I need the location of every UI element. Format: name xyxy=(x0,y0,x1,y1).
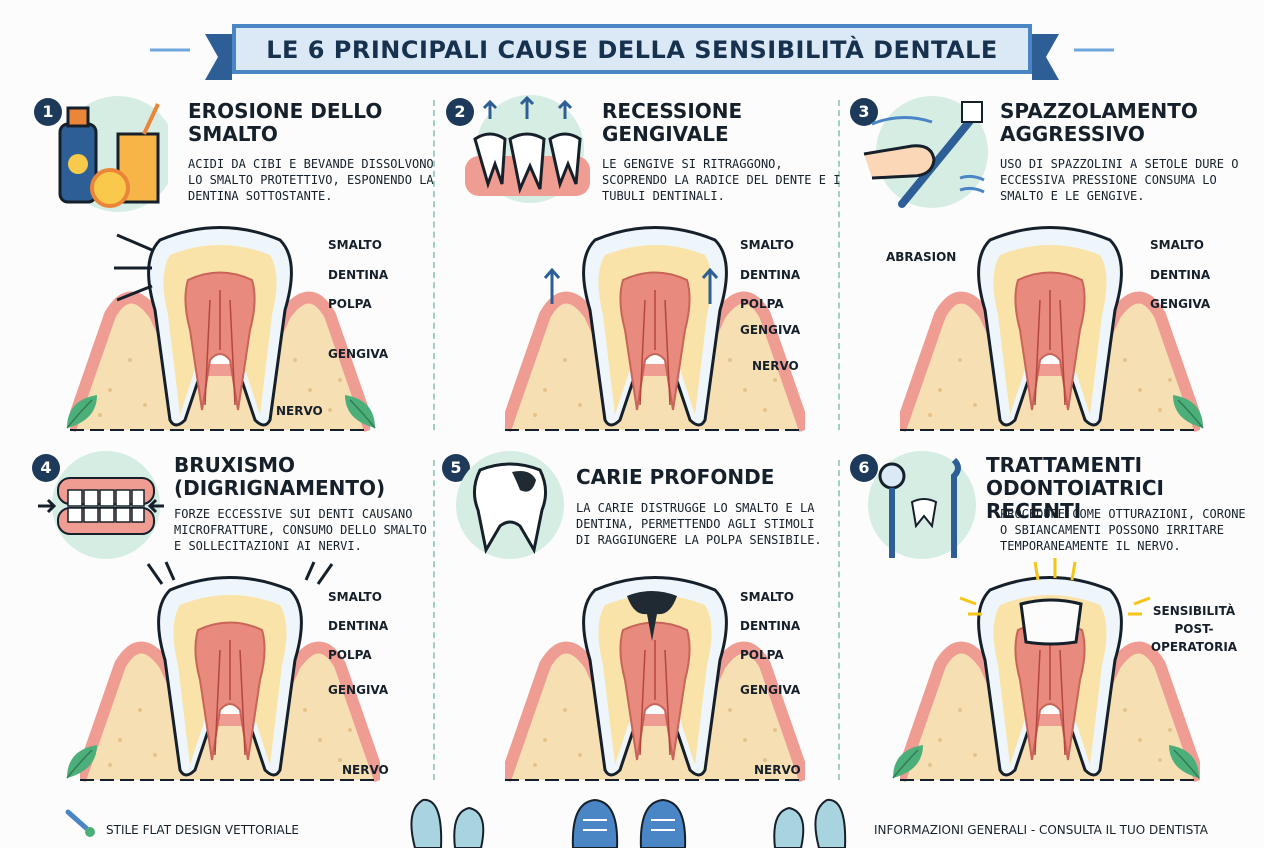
panel-title: EROSIONE DELLO SMALTO xyxy=(188,99,383,146)
label-smalto: SMALTO xyxy=(740,238,794,252)
panel-description: LA CARIE DISTRUGGE LO SMALTO E LA DENTIN… xyxy=(576,501,822,547)
panel-title: BRUXISMO (DIGRIGNAMENTO) xyxy=(174,453,386,500)
panel-number: 4 xyxy=(32,454,60,482)
crown-restoration xyxy=(1019,598,1083,646)
receding-gums-icon xyxy=(465,95,590,203)
label-gengiva: GENGIVA xyxy=(740,683,801,697)
label-dentina: DENTINA xyxy=(328,619,389,633)
panel-bruxismo: 4 BRUXISMO (DIGRIGNAMENTO) FORZE ECCESSI… xyxy=(20,450,441,818)
panel-number: 3 xyxy=(850,98,878,126)
decayed-tooth-icon xyxy=(456,451,564,559)
panel-description: USO DI SPAZZOLINI A SETOLE DURE O ECCESS… xyxy=(1000,157,1239,203)
panel-spazzolamento: 3 SPAZZOLAMENTO AGGRESSIVO USO DI SPAZZO… xyxy=(840,90,1261,458)
label-gengiva: GENGIVA xyxy=(740,323,801,337)
brush-tool-icon xyxy=(65,809,95,837)
decay-cavity xyxy=(627,591,677,641)
dental-tools-icon xyxy=(868,451,976,559)
clenched-teeth-icon xyxy=(38,451,164,559)
panel-description: PROCEDURE COME OTTURAZIONI, CORONE O SBI… xyxy=(1000,507,1246,553)
label-nervo: NERVO xyxy=(752,359,799,373)
bottle-and-juice-icon xyxy=(58,96,168,212)
label-dentina: DENTINA xyxy=(328,268,389,282)
label-nervo: NERVO xyxy=(276,404,323,418)
label-polpa: POLPA xyxy=(740,648,784,662)
label-abrasion: ABRASION xyxy=(886,250,957,264)
panel-title: TRATTAMENTI ODONTOIATRICI RECENTI xyxy=(986,453,1164,523)
column-divider xyxy=(838,100,840,430)
panel-number: 2 xyxy=(446,98,474,126)
panel-erosione: 1 EROSIONE DELLO SMALTO ACIDI DA CIBI E … xyxy=(20,90,441,458)
panel-number: 1 xyxy=(34,98,62,126)
leaf-icon xyxy=(1164,740,1204,780)
leaf-icon xyxy=(888,740,928,780)
column-divider xyxy=(838,460,840,780)
footer-credit: STILE FLAT DESIGN VETTORIALE xyxy=(106,823,299,837)
panel-title: CARIE PROFONDE xyxy=(576,465,775,489)
label-gengiva: GENGIVA xyxy=(1150,297,1211,311)
panel-carie: 5 CARIE PROFONDE LA CARIE DISTRUGGE LO S… xyxy=(430,450,851,818)
label-polpa: POLPA xyxy=(740,297,784,311)
title-ribbon xyxy=(150,24,1114,80)
panel-number: 6 xyxy=(850,454,878,482)
leaf-icon xyxy=(62,390,102,430)
pressure-lines-icon xyxy=(146,561,334,585)
label-nervo: NERVO xyxy=(754,763,801,777)
feet-illustration xyxy=(410,798,847,848)
column-divider xyxy=(433,100,435,430)
column-divider xyxy=(433,460,435,780)
toothbrush-hand-icon xyxy=(863,96,988,208)
label-gengiva: GENGIVA xyxy=(328,683,389,697)
panel-recessione: 2 RECESSIONE GENGIVALE LE GENGIVE SI RIT… xyxy=(430,90,851,458)
label-nervo: NERVO xyxy=(342,763,389,777)
label-smalto: SMALTO xyxy=(328,590,382,604)
page-title: LE 6 PRINCIPALI CAUSE DELLA SENSIBILITÀ … xyxy=(266,36,998,64)
label-dentina: DENTINA xyxy=(740,268,801,282)
arrow-up-icon xyxy=(543,267,561,304)
leaf-icon xyxy=(340,390,380,430)
label-dentina: DENTINA xyxy=(1150,268,1211,282)
label-polpa: POLPA xyxy=(328,297,372,311)
label-gengiva: GENGIVA xyxy=(328,347,389,361)
leaf-icon xyxy=(62,740,102,780)
label-sensibilita: SENSIBILITÀ POST-OPERATORIA xyxy=(1150,604,1238,654)
label-smalto: SMALTO xyxy=(1150,238,1204,252)
panel-description: FORZE ECCESSIVE SUI DENTI CAUSANO MICROF… xyxy=(174,507,427,553)
panel-description: ACIDI DA CIBI E BEVANDE DISSOLVONO LO SM… xyxy=(188,157,434,203)
panel-description: LE GENGIVE SI RITRAGGONO, SCOPRENDO LA R… xyxy=(602,157,841,203)
acid-arrows xyxy=(114,233,153,302)
leaf-icon xyxy=(1168,390,1208,430)
label-dentina: DENTINA xyxy=(740,619,801,633)
footer-disclaimer: INFORMAZIONI GENERALI - CONSULTA IL TUO … xyxy=(874,823,1208,837)
panel-trattamenti: 6 TRATTAMENTI ODONTOIATRICI RECENTI PROC… xyxy=(840,450,1261,818)
panel-title: SPAZZOLAMENTO AGGRESSIVO xyxy=(1000,99,1198,146)
panel-title: RECESSIONE GENGIVALE xyxy=(602,99,743,146)
label-smalto: SMALTO xyxy=(328,238,382,252)
label-smalto: SMALTO xyxy=(740,590,794,604)
label-polpa: POLPA xyxy=(328,648,372,662)
arrow-up-icon xyxy=(701,267,719,304)
sensitivity-rays xyxy=(959,558,1151,616)
